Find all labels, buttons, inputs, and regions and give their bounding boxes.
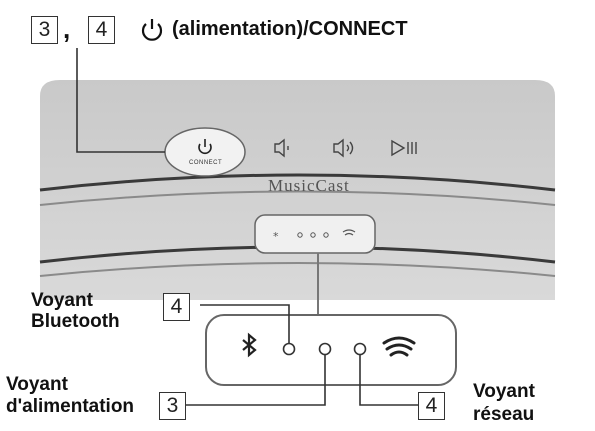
power-label-line1: Voyant: [6, 374, 68, 395]
header-separator: ,: [63, 14, 71, 44]
power-button-shape: [164, 127, 246, 177]
power-step-box: 3: [159, 392, 186, 420]
groove-line: [39, 262, 556, 277]
power-label-line2: d'alimentation: [6, 396, 135, 417]
bluetooth-label-line2: Bluetooth: [31, 311, 120, 332]
bluetooth-step-box: 4: [163, 293, 190, 321]
wifi-icon: [382, 336, 416, 357]
callout-line-header: [76, 48, 165, 153]
power-indicator-label: Voyant d'alimentation: [6, 374, 134, 418]
power-icon: [198, 139, 212, 155]
indicator-strip-icons: *: [273, 229, 356, 243]
step-box-4: 4: [88, 16, 115, 44]
groove-line: [39, 190, 556, 206]
play-pause-icon: [391, 139, 417, 157]
header-label: (alimentation)/CONNECT: [172, 18, 408, 40]
device-body: [40, 80, 555, 300]
network-label-line1: Voyant: [473, 381, 535, 402]
network-indicator-label: Voyant réseau: [473, 380, 535, 426]
power-dot: [318, 342, 332, 356]
step-box-3: 3: [31, 16, 58, 44]
network-dot: [353, 342, 367, 356]
svg-text:*: *: [273, 230, 279, 243]
callout-line-bluetooth: [200, 304, 290, 343]
callout-line-power: [186, 355, 326, 406]
callout-line-network: [359, 355, 418, 406]
bluetooth-dot: [282, 342, 296, 356]
network-step-box: 4: [418, 392, 445, 420]
volume-up-icon: [333, 138, 354, 158]
bluetooth-label-line1: Voyant: [31, 290, 93, 311]
bluetooth-icon: [242, 332, 257, 358]
bluetooth-indicator-label: Voyant Bluetooth: [31, 290, 120, 332]
network-label-line2: réseau: [473, 404, 535, 425]
volume-down-icon: [274, 138, 289, 158]
groove-line: [39, 173, 556, 192]
power-icon: [141, 19, 163, 41]
brand-logo: MusicCast: [268, 176, 350, 195]
power-button-label: CONNECT: [189, 160, 223, 166]
